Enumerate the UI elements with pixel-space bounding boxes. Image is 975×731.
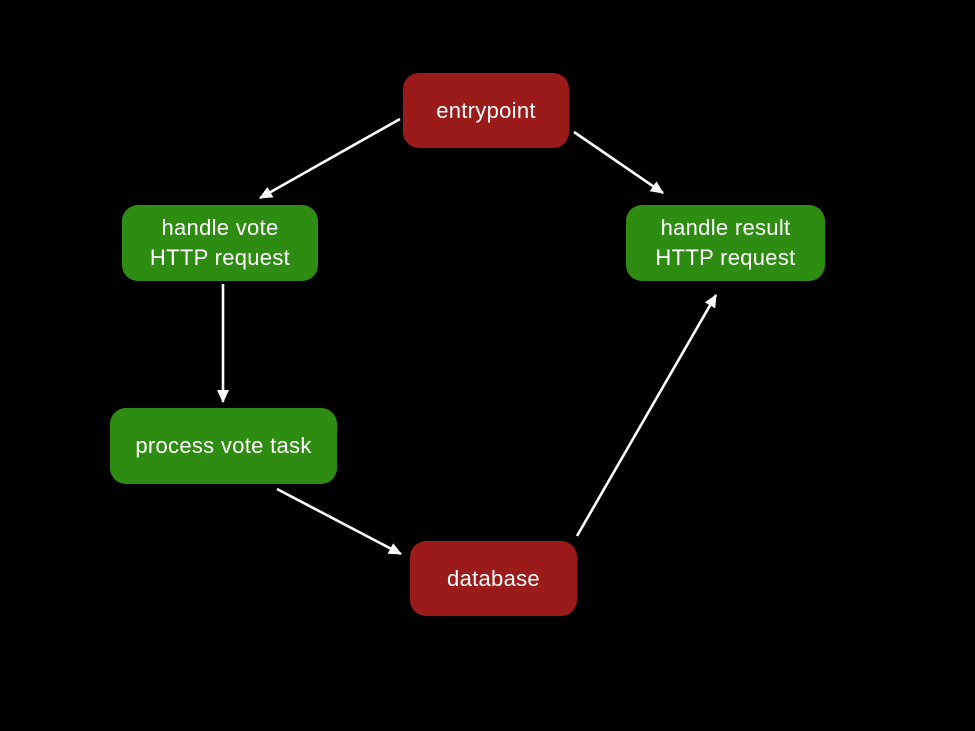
node-handle-vote: handle vote HTTP request <box>122 205 318 281</box>
node-database-label: database <box>447 565 540 591</box>
node-handle-result: handle result HTTP request <box>626 205 825 281</box>
node-entrypoint-label: entrypoint <box>436 97 536 123</box>
edge-process-vote-task-to-database <box>276 487 402 556</box>
node-process-vote-task: process vote task <box>110 408 337 484</box>
node-database: database <box>410 541 577 616</box>
node-entrypoint: entrypoint <box>403 73 569 148</box>
edge-database-to-handle-result <box>575 294 718 537</box>
edge-entrypoint-to-handle-vote <box>259 117 401 200</box>
node-handle-result-label-line2: HTTP request <box>655 245 796 270</box>
edge-entrypoint-to-handle-result <box>573 130 664 195</box>
node-handle-vote-label-line1: handle vote <box>161 215 279 240</box>
node-process-vote-task-label: process vote task <box>135 433 312 458</box>
node-handle-result-label-line1: handle result <box>660 215 791 240</box>
node-handle-vote-label-line2: HTTP request <box>149 245 291 270</box>
